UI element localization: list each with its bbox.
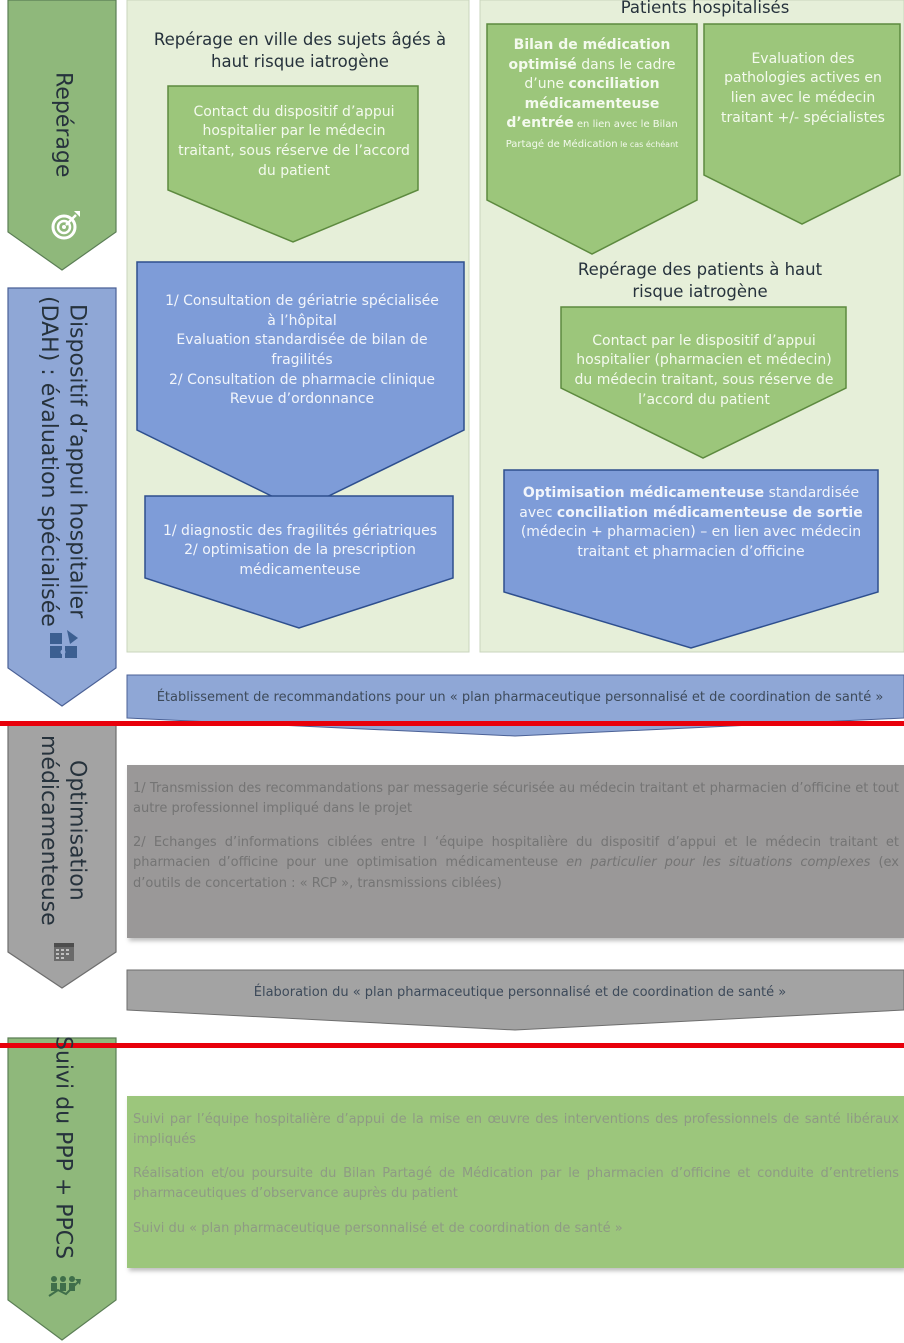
bar1-text: Établissement de recommandations pour un… (156, 690, 884, 706)
right-bilan-text: Bilan de médication optimisé dans le cad… (494, 34, 690, 184)
left-evaluation-line-2: Evaluation standardisée de bilan de frag… (176, 332, 428, 368)
suivi-box-text: Suivi par l’équipe hospitalière d’appui … (133, 1110, 899, 1239)
left-result-shape (144, 495, 454, 629)
bilan-part-1: Bilan de médication optimisé (508, 37, 671, 73)
left-contact-shape (167, 85, 419, 243)
left-evaluation-line-1: 1/ Consultation de gériatrie spécialisée… (165, 293, 439, 329)
right-contact-shape (560, 306, 847, 459)
suivi-paragraph-1: Suivi par l’équipe hospitalière d’appui … (133, 1112, 899, 1148)
right-pathologies-shape (703, 23, 901, 225)
left-result-line-2: 2/ optimisation de la prescription médic… (184, 542, 416, 578)
step-label-suivi: Suivi du PPP + PPCS (50, 1036, 76, 1260)
left-heading: Repérage en ville des sujets âgés à haut… (153, 29, 447, 71)
right-heading: Patients hospitalisés (620, 0, 790, 17)
puzzle-icon (50, 630, 78, 658)
left-evaluation-line-3: 2/ Consultation de pharmacie clinique (169, 371, 435, 388)
right-heading-2: Repérage des patients à haut risque iatr… (577, 259, 823, 301)
suivi-paragraph-2: Réalisation et/ou poursuite du Bilan Par… (133, 1166, 899, 1202)
optim-box-p2c: (ex d’outils de concertation : « RCP », … (133, 855, 900, 891)
optim-part-2: standardisée avec (519, 485, 860, 521)
right-contact-text: Contact par le dispositif d’appui hospit… (574, 332, 834, 408)
left-result-text: 1/ diagnostic des fragilités gériatrique… (160, 506, 440, 596)
people-growth-icon (48, 1276, 81, 1297)
optim-box-p2b: en particulier pour les situations compl… (566, 855, 871, 871)
right-optim-shape (503, 469, 879, 649)
left-evaluation-line-4: Revue d’ordonnance (229, 391, 375, 408)
suivi-paragraph-3: Suivi du « plan pharmaceutique personnal… (133, 1220, 623, 1236)
optim-part-1: Optimisation médicamenteuse (522, 485, 765, 501)
right-optim-text: Optimisation médicamenteuse standardisée… (514, 480, 868, 590)
bar2-text: Élaboration du « plan pharmaceutique per… (253, 985, 787, 1001)
step-arrow-suivi (7, 1037, 117, 1341)
right-pathologies-text: Evaluation des pathologies actives en li… (721, 50, 885, 126)
left-result-line-1: 1/ diagnostic des fragilités gériatrique… (162, 522, 437, 539)
optim-box-text: 1/ Transmission des recommandations par … (133, 779, 899, 894)
step-label-reperage: Repérage (50, 72, 76, 178)
step-label-dah: Dispositif d’appui hospitalier (DAH) : é… (36, 295, 90, 627)
bilan-part-4: en lien avec le Bilan Partagé de Médicat… (505, 119, 678, 150)
optim-box-shape (127, 765, 904, 938)
separator-2 (0, 1043, 904, 1048)
bilan-part-5: le cas échéant (617, 139, 679, 149)
bar2-shape (126, 969, 904, 1031)
left-evaluation-shape (136, 261, 465, 511)
step-arrow-reperage (7, 0, 117, 271)
optim-part-4: (médecin + pharmacien) – en lien avec mé… (520, 524, 862, 560)
left-evaluation-text: 1/ Consultation de gériatrie spécialisée… (160, 276, 444, 426)
left-contact-text: Contact du dispositif d’appui hospitalie… (178, 103, 410, 179)
calendar-icon (54, 943, 74, 961)
optim-box-paragraph-2: 2/ Echanges d’informations ciblées entre… (133, 833, 899, 893)
optim-part-3: conciliation médicamenteuse de sortie (556, 504, 863, 521)
bilan-part-3: conciliation médicamenteuse d’entrée (506, 76, 660, 132)
target-icon (51, 211, 80, 240)
suivi-box-shape (127, 1096, 904, 1268)
right-bilan-shape (486, 23, 698, 255)
step-label-optimisation: Optimisation médicamenteuse (36, 734, 90, 926)
bar1-shape (126, 674, 904, 737)
bilan-part-2: dans le cadre d’une (524, 56, 676, 93)
separator-1 (0, 721, 904, 726)
optim-box-p2a: 2/ Echanges d’informations ciblées entre… (133, 835, 899, 871)
step-arrow-dah (7, 287, 117, 707)
optim-box-paragraph-1: 1/ Transmission des recommandations par … (133, 781, 899, 817)
